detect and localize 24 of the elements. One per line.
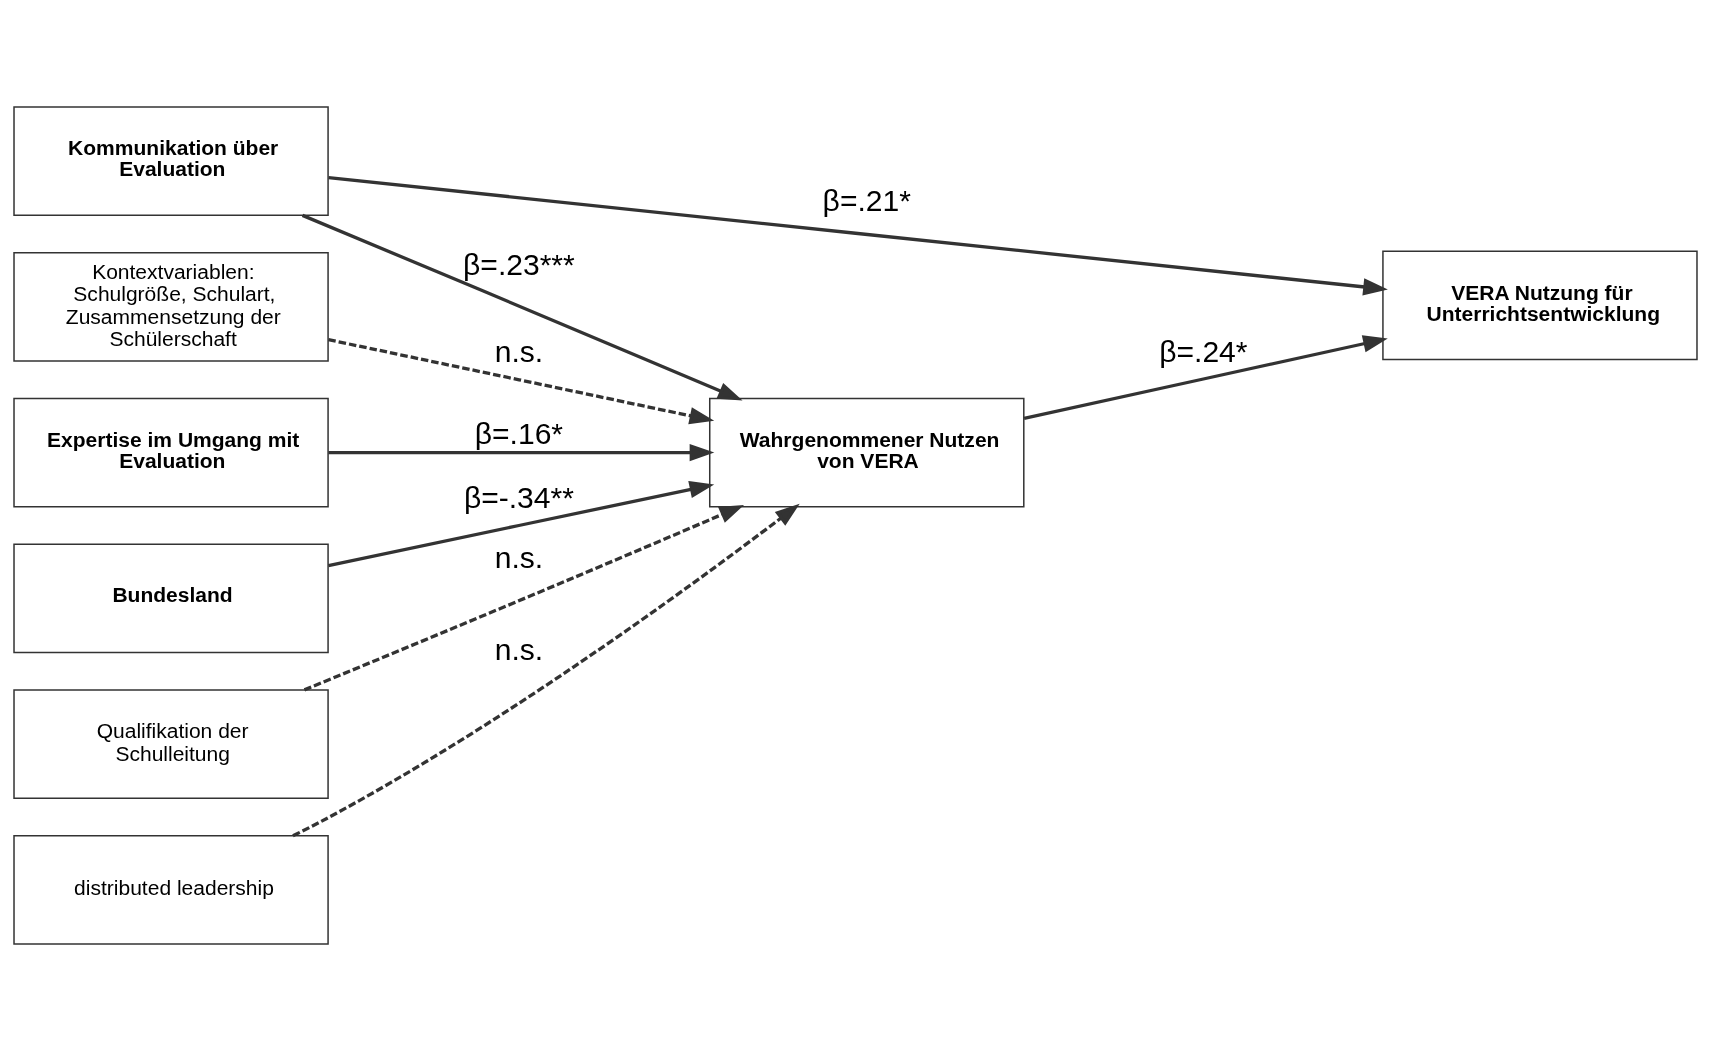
node-box: Wahrgenommener Nutzen von VERA (709, 397, 1025, 507)
node-box: VERA Nutzung für Unterrichtsentwicklung (1382, 250, 1698, 360)
edge-label: β=-.34** (463, 480, 574, 514)
node-box: Qualifikation der Schulleitung (13, 688, 329, 799)
arrow (301, 213, 743, 400)
edge-label: β=.21* (822, 183, 911, 217)
edge-label: n.s. (494, 540, 544, 574)
node-box: Bundesland (13, 543, 329, 653)
arrow (328, 337, 715, 424)
arrow (328, 443, 715, 461)
node-box: Kontextvariablen: Schulgröße, Schulart, Zusammensetzung der Schülerschaft (13, 251, 329, 362)
node-box: distributed leadership (13, 834, 329, 945)
arrow (328, 480, 715, 567)
edge-label: n.s. (494, 632, 544, 666)
arrow (328, 175, 1388, 295)
edge-label: β=.16* (474, 416, 564, 450)
arrow (292, 503, 800, 837)
edge-label: β=.24* (1159, 334, 1248, 368)
edge-label: β=.23*** (463, 247, 575, 281)
node-box: Kommunikation über Evaluation (13, 105, 329, 216)
arrow (1023, 334, 1388, 420)
edge-label: n.s. (494, 334, 544, 368)
arrow (303, 504, 745, 691)
node-box: Expertise im Umgang mit Evaluation (13, 397, 329, 507)
